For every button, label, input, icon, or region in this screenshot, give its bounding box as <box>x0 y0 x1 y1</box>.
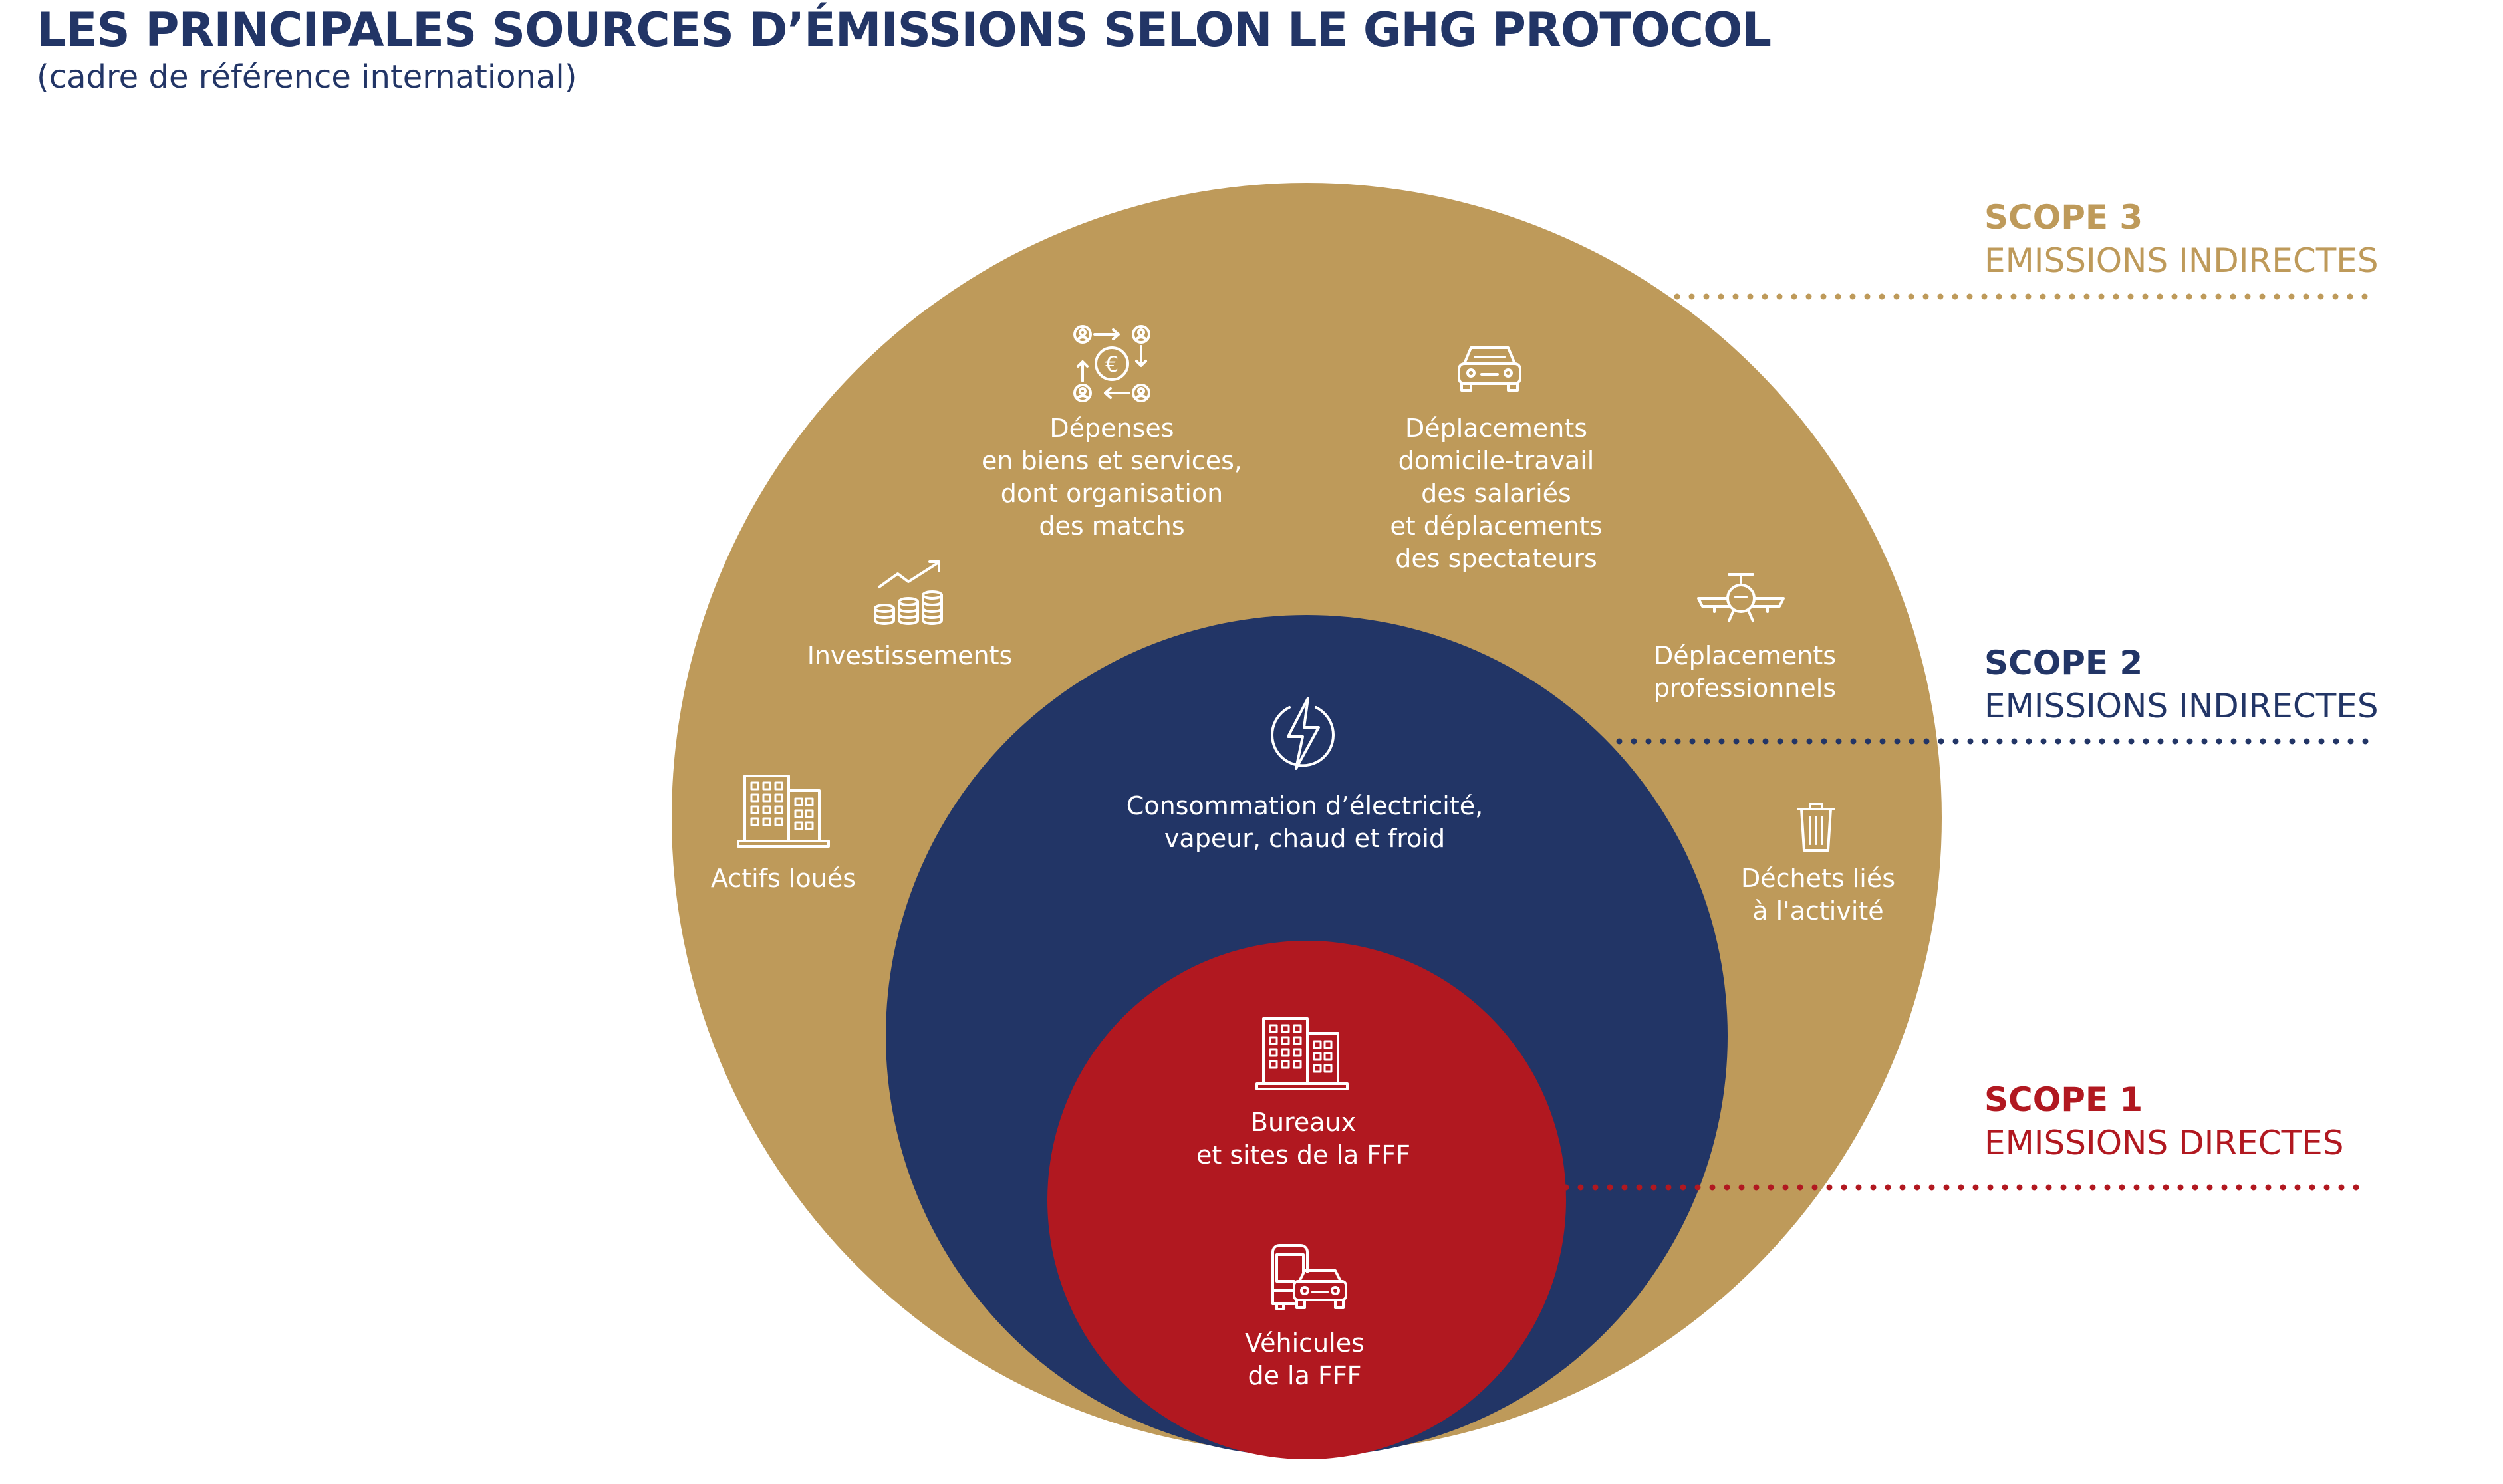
scope-3-item-label: Investissements <box>807 641 1013 670</box>
scope-1-type: EMISSIONS DIRECTES <box>1984 1124 2344 1162</box>
vehicles-icon <box>1271 1244 1347 1310</box>
trash-icon <box>1797 803 1835 852</box>
scope-3-item-label: Déchets liés à l'activité <box>1740 864 1896 926</box>
scope-1-name: SCOPE 1 <box>1984 1080 2143 1119</box>
building-icon <box>737 775 830 848</box>
scope-1-item-label: Bureaux et sites de la FFF <box>1196 1108 1410 1170</box>
growth-coins-icon <box>874 560 943 625</box>
scope-3-item-label: Dépenses en biens et services, dont orga… <box>982 414 1242 541</box>
scope-3-name: SCOPE 3 <box>1984 198 2143 237</box>
car-icon <box>1458 346 1521 392</box>
scope-3-item-label: Déplacements domicile-travail des salari… <box>1390 414 1603 573</box>
scope-3-type: EMISSIONS INDIRECTES <box>1984 241 2379 280</box>
scope-2-name: SCOPE 2 <box>1984 644 2143 682</box>
money-network-icon: € <box>1073 325 1150 402</box>
scope-2-item-label: Consommation d’électricité, vapeur, chau… <box>1126 791 1484 853</box>
svg-text:€: € <box>1105 352 1119 377</box>
scope-1-circle <box>1047 941 1566 1459</box>
page-title: LES PRINCIPALES SOURCES D’ÉMISSIONS SELO… <box>37 3 1772 57</box>
scope-3-item-label: Déplacements professionnels <box>1653 641 1837 703</box>
airplane-icon <box>1697 573 1785 622</box>
scope-3-item-label: Actifs loués <box>711 864 856 893</box>
scope-1-item-label: Véhicules de la FFF <box>1245 1328 1365 1390</box>
lightning-icon <box>1271 697 1335 770</box>
page-subtitle: (cadre de référence international) <box>37 59 577 96</box>
building-icon <box>1255 1017 1349 1090</box>
scope-2-type: EMISSIONS INDIRECTES <box>1984 687 2379 725</box>
